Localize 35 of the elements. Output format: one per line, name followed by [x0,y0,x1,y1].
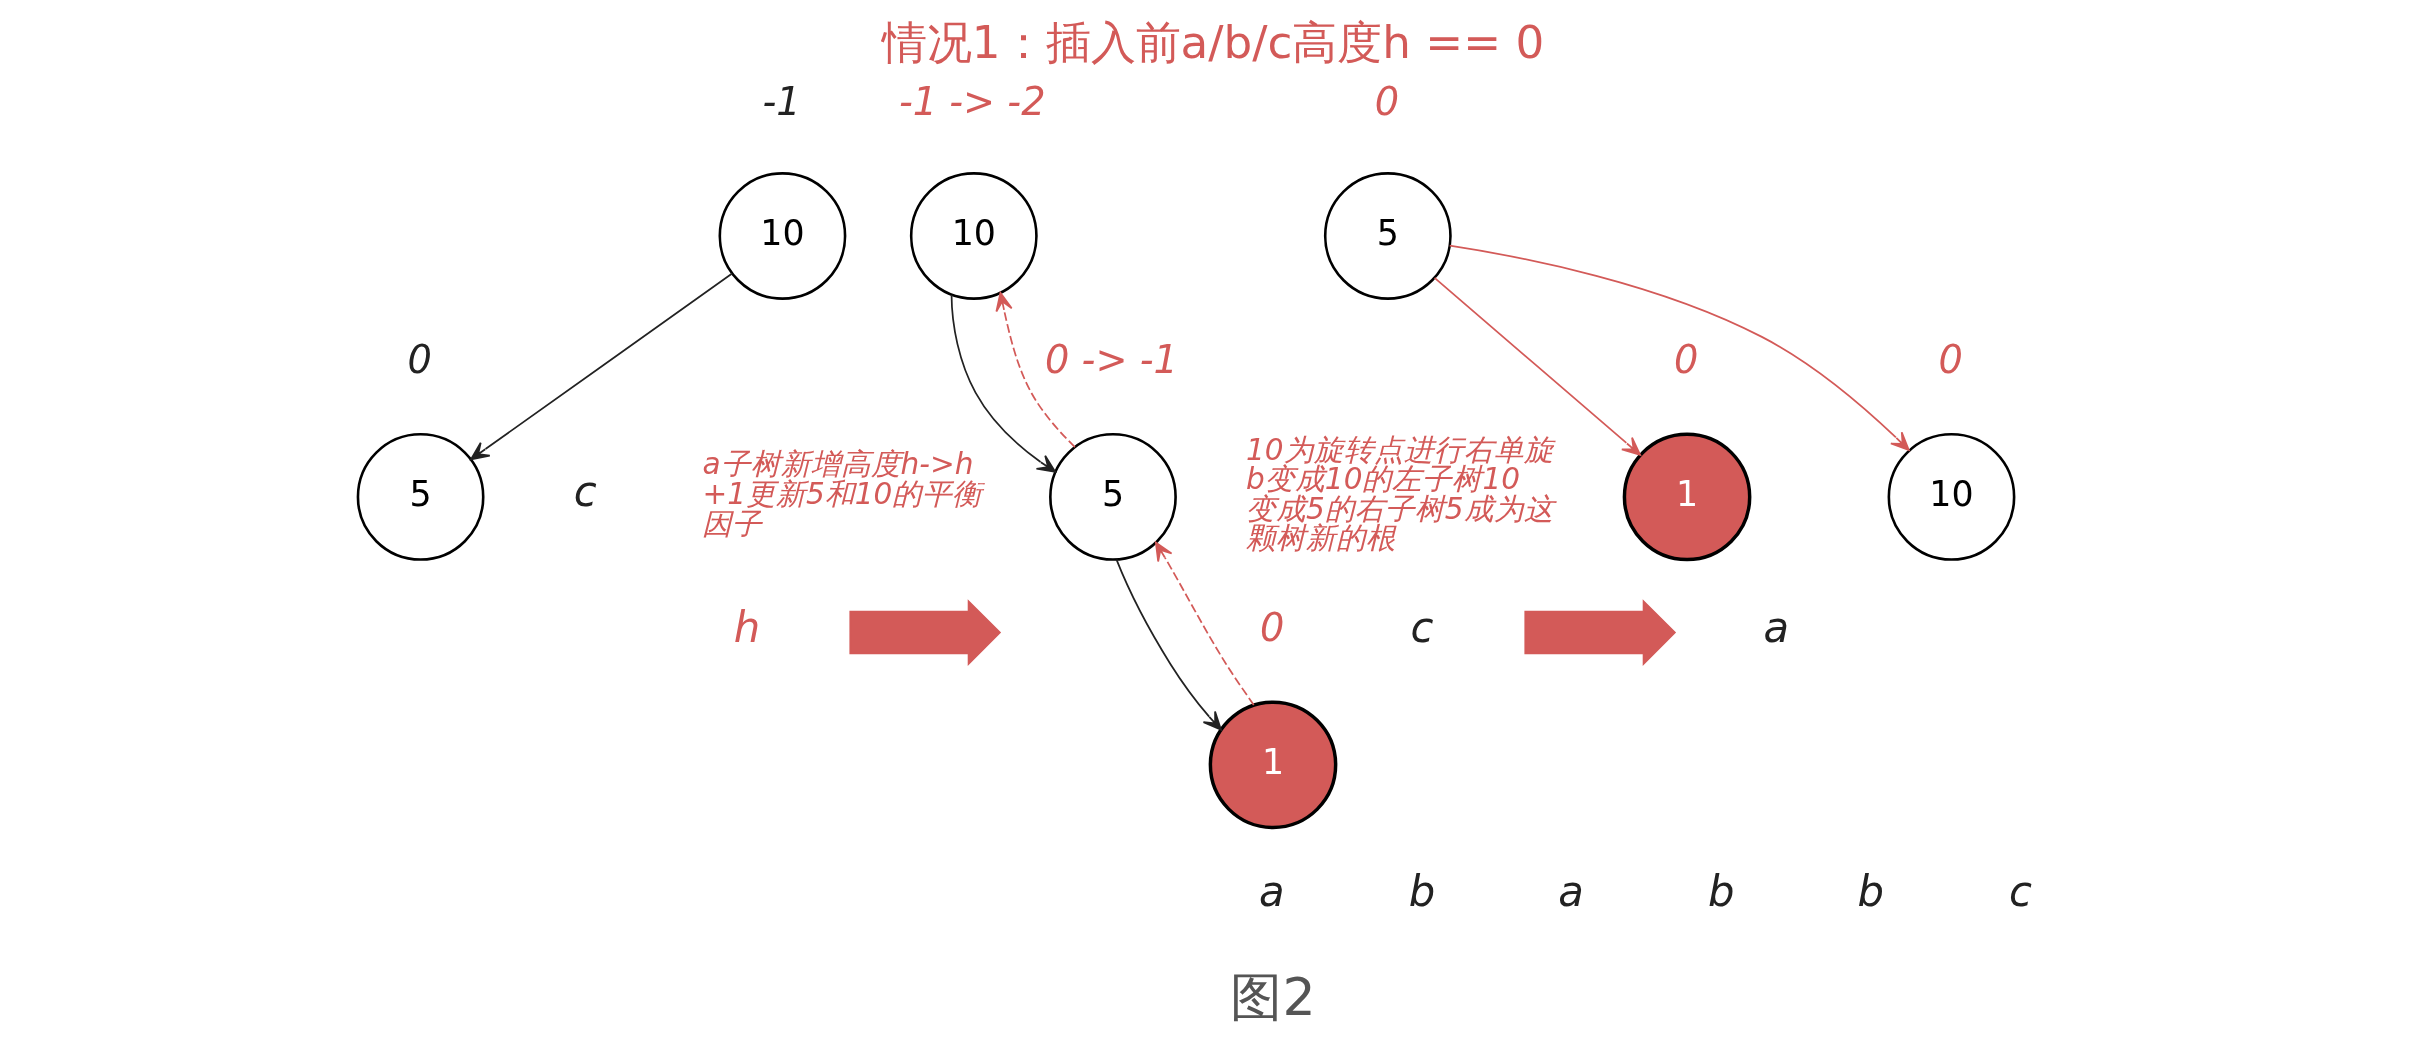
label: c [2008,867,2032,917]
node-circle: 10 [909,172,1038,300]
label: b [1408,867,1436,917]
node-arrow [1524,599,1677,667]
node-label: -1 [762,79,801,125]
node-circle: 5 [1323,172,1452,300]
label: c [573,466,597,516]
arrow [1433,277,1641,456]
caption: 图2 [1230,967,1316,1028]
label: a子树新增高度h->h+1更新5和10的平衡因子 [702,447,983,541]
label: b [1857,867,1885,917]
node-arrow [849,599,1002,667]
node-label: 0 [407,336,432,382]
label: a [1259,867,1285,917]
node-circle: 1 [1208,700,1338,830]
label: a [1763,602,1790,652]
label: b [1707,867,1735,917]
label: a [1558,867,1584,917]
node-label: 0 [1674,336,1699,382]
node-label: 0 [1374,79,1400,125]
node-label: 0 -> -1 [1045,336,1178,382]
node-label: 0 [1259,604,1285,650]
node-label: -1 -> -2 [898,79,1046,125]
arrow [995,292,1076,448]
node-circle: 10 [718,172,847,300]
label: h [733,602,761,652]
arrow [950,294,1057,473]
arrow [1448,244,1910,451]
label: c [1410,602,1434,652]
arrow [1115,558,1222,731]
arrow [1155,541,1255,706]
node-label: 0 [1938,336,1963,382]
diagram-title: 情况1：插入前a/b/c高度h == 0 [881,16,1545,70]
arrow [470,272,733,461]
node-circle: 5 [356,433,485,561]
